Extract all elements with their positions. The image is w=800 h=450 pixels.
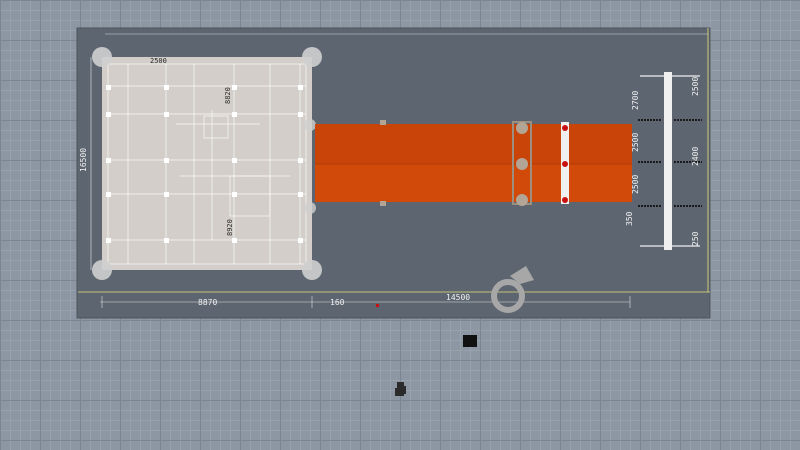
rack-dim-6: 250 <box>691 231 700 246</box>
black-square-object[interactable] <box>463 335 477 347</box>
bottom-dim-left: 8870 <box>198 298 217 307</box>
side-dimension-label: 16500 <box>79 148 88 172</box>
conveyor-small-marker-bottom <box>380 201 386 206</box>
rack-springs <box>638 119 702 207</box>
plan-linework <box>107 63 307 265</box>
sheet-top-label: 2500 <box>150 57 167 65</box>
bottom-dim-middle: 160 <box>330 298 345 307</box>
rotate-gizmo-icon[interactable] <box>491 266 534 313</box>
corner-handle-bottom-left[interactable] <box>92 260 112 280</box>
corner-handle-top-left[interactable] <box>92 47 112 67</box>
sheet-grid-label-1: 8820 <box>224 87 232 104</box>
rack-dim-4: 2400 <box>691 147 700 166</box>
workspace-panel-border <box>76 27 711 319</box>
side-handle-lower[interactable] <box>304 202 316 214</box>
rack-dim-1: 2700 <box>631 91 640 110</box>
bottom-dim-right: 14500 <box>446 293 470 302</box>
side-handle-upper[interactable] <box>304 119 316 131</box>
rack-dim-3: 2500 <box>631 133 640 152</box>
drawing-sheet[interactable]: 2500 8820 8920 <box>102 57 312 270</box>
rack-dim-7: 350 <box>625 211 634 226</box>
conveyor-body[interactable] <box>315 120 632 206</box>
small-figure-object[interactable] <box>395 382 406 396</box>
sheet-grid-label-2: 8920 <box>226 219 234 236</box>
column-markers <box>106 85 303 243</box>
rack-assembly[interactable]: 2700 2500 2500 2400 2500 250 350 <box>625 72 702 250</box>
bottom-dimension-row: 8870 160 14500 <box>100 293 631 308</box>
red-point-marker <box>376 304 379 307</box>
rack-dim-2: 2500 <box>691 77 700 96</box>
conveyor-small-marker-top <box>380 120 386 125</box>
rack-dim-5: 2500 <box>631 175 640 194</box>
corner-handles[interactable] <box>92 47 322 280</box>
conveyor-clamps[interactable] <box>512 121 569 206</box>
corner-handle-top-right[interactable] <box>302 47 322 67</box>
corner-handle-bottom-right[interactable] <box>302 260 322 280</box>
